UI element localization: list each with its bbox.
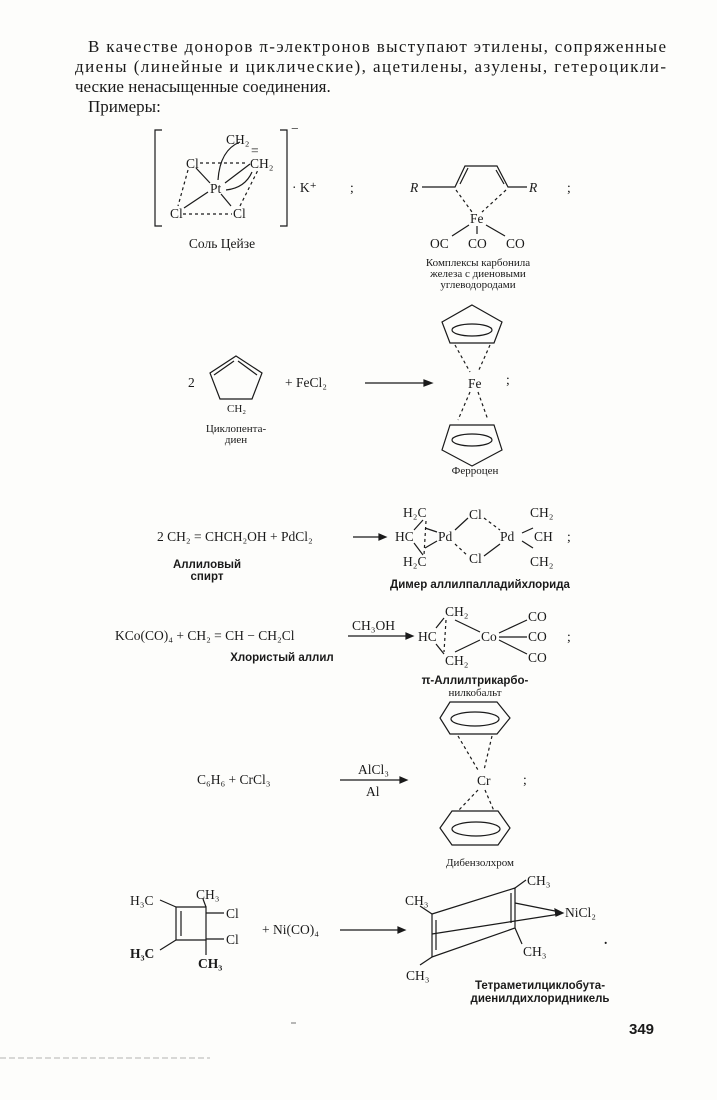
caption-line: диенилдихлоридникель (471, 993, 610, 1005)
paragraph-line: В качестве доноров π-электронов выступаю… (88, 37, 666, 56)
atom-label: CH₃ (527, 873, 551, 888)
atom-label: H₃C (130, 946, 154, 961)
separator: . (604, 932, 607, 947)
atom-label: CH₃ (406, 968, 430, 983)
bond: = (251, 143, 259, 158)
coefficient: 2 (188, 375, 195, 390)
allylcobalt-reaction: KCo(CO)₄ + CH₂ = CH − CH₂Cl CH₃OH Хлорис… (115, 604, 571, 699)
atom-label: HC (418, 629, 437, 644)
atom-label: Cl (469, 507, 482, 522)
atom-label: CH₂ (530, 505, 553, 520)
atom-label: CH₃ (523, 944, 547, 959)
atom-label: HC (395, 529, 414, 544)
page-number: 349 (629, 1021, 654, 1038)
atom-label: Co (481, 629, 497, 644)
atom-label: CH₂ (227, 403, 246, 415)
reagent: AlCl₃ (358, 762, 389, 777)
atom-label: CH₂ (530, 554, 553, 569)
atom-label: OC (430, 236, 449, 251)
separator: ; (523, 772, 527, 787)
atom-label: CH₃ (196, 887, 220, 902)
allylpalladium-reaction: 2 CH₂ = CHCH₂OH + PdCl₂ Аллиловый спирт … (157, 505, 571, 591)
separator: ; (350, 180, 354, 195)
atom-label: CH₂ (445, 604, 468, 619)
caption-line: железа с диеновыми (429, 268, 526, 280)
atom-label: CH₂ (445, 653, 468, 668)
zeise-salt-structure: − CH₂ = CH₂ Cl Pt Cl Cl · K⁺ ; Соль Цейз… (154, 121, 354, 251)
caption-line: Комплексы карбонила (426, 257, 530, 269)
equation: 2 CH₂ = CHCH₂OH + PdCl₂ (157, 529, 313, 544)
atom-label: R (409, 180, 419, 195)
separator: ; (567, 629, 571, 644)
caption-line: π-Аллилтрикарбо- (422, 675, 529, 687)
atom-label: Cl (233, 206, 246, 221)
atom-label: Fe (468, 376, 482, 391)
atom-label: Cl (469, 551, 482, 566)
atom-label: R (528, 180, 538, 195)
atom-label: Cl (226, 932, 239, 947)
atom-label: CO (506, 236, 525, 251)
equation: KCo(CO)₄ + CH₂ = CH − CH₂Cl (115, 628, 295, 643)
atom-label: Cl (186, 156, 199, 171)
atom-label: CO (528, 629, 547, 644)
atom-label: CO (528, 650, 547, 665)
atom-label: H₃C (130, 893, 153, 908)
caption-zeise-salt: Соль Цейзе (189, 236, 255, 251)
atom-label: CO (528, 609, 547, 624)
examples-label: Примеры: (88, 97, 161, 116)
caption-line: углеводородами (440, 279, 515, 291)
atom-label: Cl (226, 906, 239, 921)
potassium-counterion: · K⁺ (292, 180, 317, 195)
equation: C₆H₆ + CrCl₃ (197, 772, 271, 787)
iron-diene-complex: R R Fe OC CO CO ; Комплексы карбонила же… (409, 165, 571, 291)
separator: ; (506, 372, 510, 387)
reagent: CH₃OH (352, 618, 395, 633)
atom-label: Pt (210, 181, 222, 196)
atom-label: Cl (170, 206, 183, 221)
caption-line: Аллиловый (173, 559, 241, 571)
caption-line: диен (225, 434, 247, 446)
atom-label: CH₃ (198, 956, 222, 971)
atom-label: H₂C (403, 554, 426, 569)
atom-label: CO (468, 236, 487, 251)
reagent: + FeCl₂ (285, 375, 327, 390)
dibenzenechromium-reaction: C₆H₆ + CrCl₃ AlCl₃ Al Cr ; Дибензолхром (197, 701, 527, 869)
nickel-cyclobutadiene-reaction: H₃C H₃C CH₃ CH₃ Cl Cl + Ni(CO)₄ CH₃ CH₃ … (130, 873, 609, 1005)
atom-label: CH₃ (405, 893, 429, 908)
caption-line: Тетраметилциклобута- (475, 980, 605, 992)
reagent: Al (366, 784, 380, 799)
reagent: + Ni(CO)₄ (262, 922, 319, 937)
atom-label: CH₂ (226, 132, 249, 147)
caption-line: нилкобальт (448, 687, 501, 699)
caption-line: Циклопента- (206, 423, 267, 435)
intro-paragraph: В качестве доноров π-электронов выступаю… (75, 37, 666, 116)
separator: ; (567, 529, 571, 544)
atom-label: CH (534, 529, 553, 544)
caption-dibenzenechromium: Дибензолхром (446, 857, 514, 869)
caption-line: спирт (191, 571, 224, 583)
atom-label: Pd (500, 529, 515, 544)
atom-label: Cr (477, 773, 491, 788)
charge: − (291, 121, 299, 136)
caption-palladium-dimer: Димер аллилпалладийхлорида (390, 579, 571, 591)
caption-ferrocene: Ферроцен (452, 465, 499, 477)
atom-label: Fe (470, 211, 484, 226)
separator: ; (567, 180, 571, 195)
atom-label: NiCl₂ (565, 905, 596, 920)
paragraph-line: ческие ненасыщенные соединения. (75, 77, 331, 96)
atom-label: H₂C (403, 505, 426, 520)
atom-label: Pd (438, 529, 453, 544)
atom-label: CH₂ (250, 156, 273, 171)
ferrocene-reaction: 2 CH₂ Циклопента- диен + FeCl₂ Fe ; Ферр… (188, 304, 510, 477)
caption-line: Хлористый аллил (230, 652, 333, 664)
paragraph-line: диены (линейные и циклические), ацетилен… (75, 57, 666, 76)
